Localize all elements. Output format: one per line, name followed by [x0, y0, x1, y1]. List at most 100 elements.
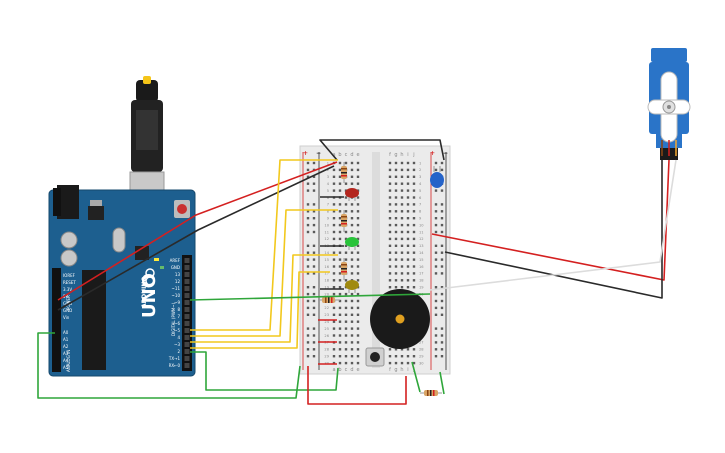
header-pin[interactable] — [184, 258, 190, 263]
rail-hole[interactable] — [434, 306, 438, 310]
bb-hole[interactable] — [338, 361, 342, 365]
bb-hole[interactable] — [400, 348, 404, 351]
servo-motor[interactable] — [647, 48, 691, 160]
rail-hole[interactable] — [434, 313, 438, 316]
resistor-3[interactable] — [341, 258, 347, 280]
rail-hole[interactable] — [440, 230, 444, 234]
bb-hole[interactable] — [400, 189, 404, 192]
bb-hole[interactable] — [400, 361, 404, 365]
bb-hole[interactable] — [394, 286, 398, 289]
bb-hole[interactable] — [394, 230, 398, 234]
led-red[interactable] — [345, 188, 359, 201]
bb-hole[interactable] — [406, 210, 410, 213]
bb-hole[interactable] — [350, 251, 354, 254]
bb-hole[interactable] — [350, 320, 354, 323]
bb-hole[interactable] — [344, 210, 348, 213]
bb-hole[interactable] — [338, 237, 342, 241]
bb-hole[interactable] — [350, 168, 354, 172]
bb-hole[interactable] — [356, 320, 360, 323]
bb-hole[interactable] — [356, 223, 360, 227]
bb-hole[interactable] — [412, 244, 416, 247]
bb-hole[interactable] — [332, 292, 336, 296]
rail-hole[interactable] — [306, 217, 310, 220]
bb-hole[interactable] — [338, 189, 342, 192]
bb-hole[interactable] — [350, 299, 354, 303]
bb-hole[interactable] — [332, 313, 336, 316]
bb-hole[interactable] — [356, 182, 360, 185]
bb-hole[interactable] — [400, 217, 404, 220]
bb-hole[interactable] — [412, 230, 416, 234]
piezo-buzzer[interactable] — [370, 289, 430, 349]
rail-hole[interactable] — [434, 223, 438, 227]
bb-hole[interactable] — [388, 355, 392, 358]
bb-hole[interactable] — [338, 175, 342, 178]
bb-hole[interactable] — [332, 175, 336, 178]
bb-hole[interactable] — [338, 258, 342, 261]
rail-hole[interactable] — [440, 251, 444, 254]
bb-hole[interactable] — [356, 313, 360, 316]
rail-hole[interactable] — [306, 292, 310, 296]
resistor-1[interactable] — [341, 162, 347, 183]
bb-hole[interactable] — [332, 334, 336, 337]
bb-hole[interactable] — [394, 244, 398, 247]
bb-hole[interactable] — [388, 217, 392, 220]
rail-hole[interactable] — [306, 348, 310, 351]
bb-hole[interactable] — [400, 251, 404, 254]
bb-hole[interactable] — [400, 223, 404, 227]
bb-hole[interactable] — [388, 272, 392, 275]
bb-hole[interactable] — [388, 251, 392, 254]
rail-hole[interactable] — [440, 189, 444, 192]
bb-hole[interactable] — [332, 210, 336, 213]
bb-hole[interactable] — [350, 341, 354, 344]
resistor-5[interactable] — [420, 390, 442, 396]
bb-hole[interactable] — [388, 237, 392, 241]
rail-hole[interactable] — [440, 348, 444, 351]
rail-hole[interactable] — [440, 313, 444, 316]
bb-hole[interactable] — [338, 251, 342, 254]
resistor-2[interactable] — [341, 210, 347, 232]
rail-hole[interactable] — [312, 203, 316, 206]
rail-hole[interactable] — [312, 244, 316, 247]
rail-hole[interactable] — [434, 341, 438, 344]
bb-hole[interactable] — [338, 299, 342, 303]
bb-hole[interactable] — [412, 217, 416, 220]
bb-hole[interactable] — [356, 258, 360, 261]
bb-hole[interactable] — [356, 348, 360, 351]
bb-hole[interactable] — [388, 210, 392, 213]
rail-hole[interactable] — [434, 244, 438, 247]
bb-hole[interactable] — [344, 361, 348, 365]
header-pin[interactable] — [184, 286, 190, 291]
bb-hole[interactable] — [338, 217, 342, 220]
rail-hole[interactable] — [440, 223, 444, 227]
bb-hole[interactable] — [356, 299, 360, 303]
rail-hole[interactable] — [440, 203, 444, 206]
header-pin[interactable] — [184, 363, 190, 368]
bb-hole[interactable] — [356, 306, 360, 310]
rail-hole[interactable] — [440, 355, 444, 358]
rail-hole[interactable] — [440, 217, 444, 220]
bb-hole[interactable] — [388, 230, 392, 234]
rail-hole[interactable] — [440, 265, 444, 268]
header-pin[interactable] — [184, 356, 190, 361]
rail-hole[interactable] — [440, 258, 444, 261]
bb-hole[interactable] — [344, 251, 348, 254]
rail-hole[interactable] — [312, 217, 316, 220]
bb-hole[interactable] — [406, 175, 410, 178]
bb-hole[interactable] — [332, 217, 336, 220]
bb-hole[interactable] — [400, 244, 404, 247]
bb-hole[interactable] — [332, 258, 336, 261]
bb-hole[interactable] — [412, 223, 416, 227]
bb-hole[interactable] — [406, 348, 410, 351]
bb-hole[interactable] — [332, 230, 336, 234]
bb-hole[interactable] — [400, 265, 404, 268]
bb-hole[interactable] — [350, 313, 354, 316]
rail-hole[interactable] — [440, 299, 444, 303]
bb-hole[interactable] — [356, 230, 360, 234]
bb-hole[interactable] — [338, 320, 342, 323]
rail-hole[interactable] — [306, 306, 310, 310]
bb-hole[interactable] — [394, 272, 398, 275]
bb-hole[interactable] — [356, 292, 360, 296]
rail-hole[interactable] — [306, 265, 310, 268]
rail-hole[interactable] — [312, 299, 316, 303]
